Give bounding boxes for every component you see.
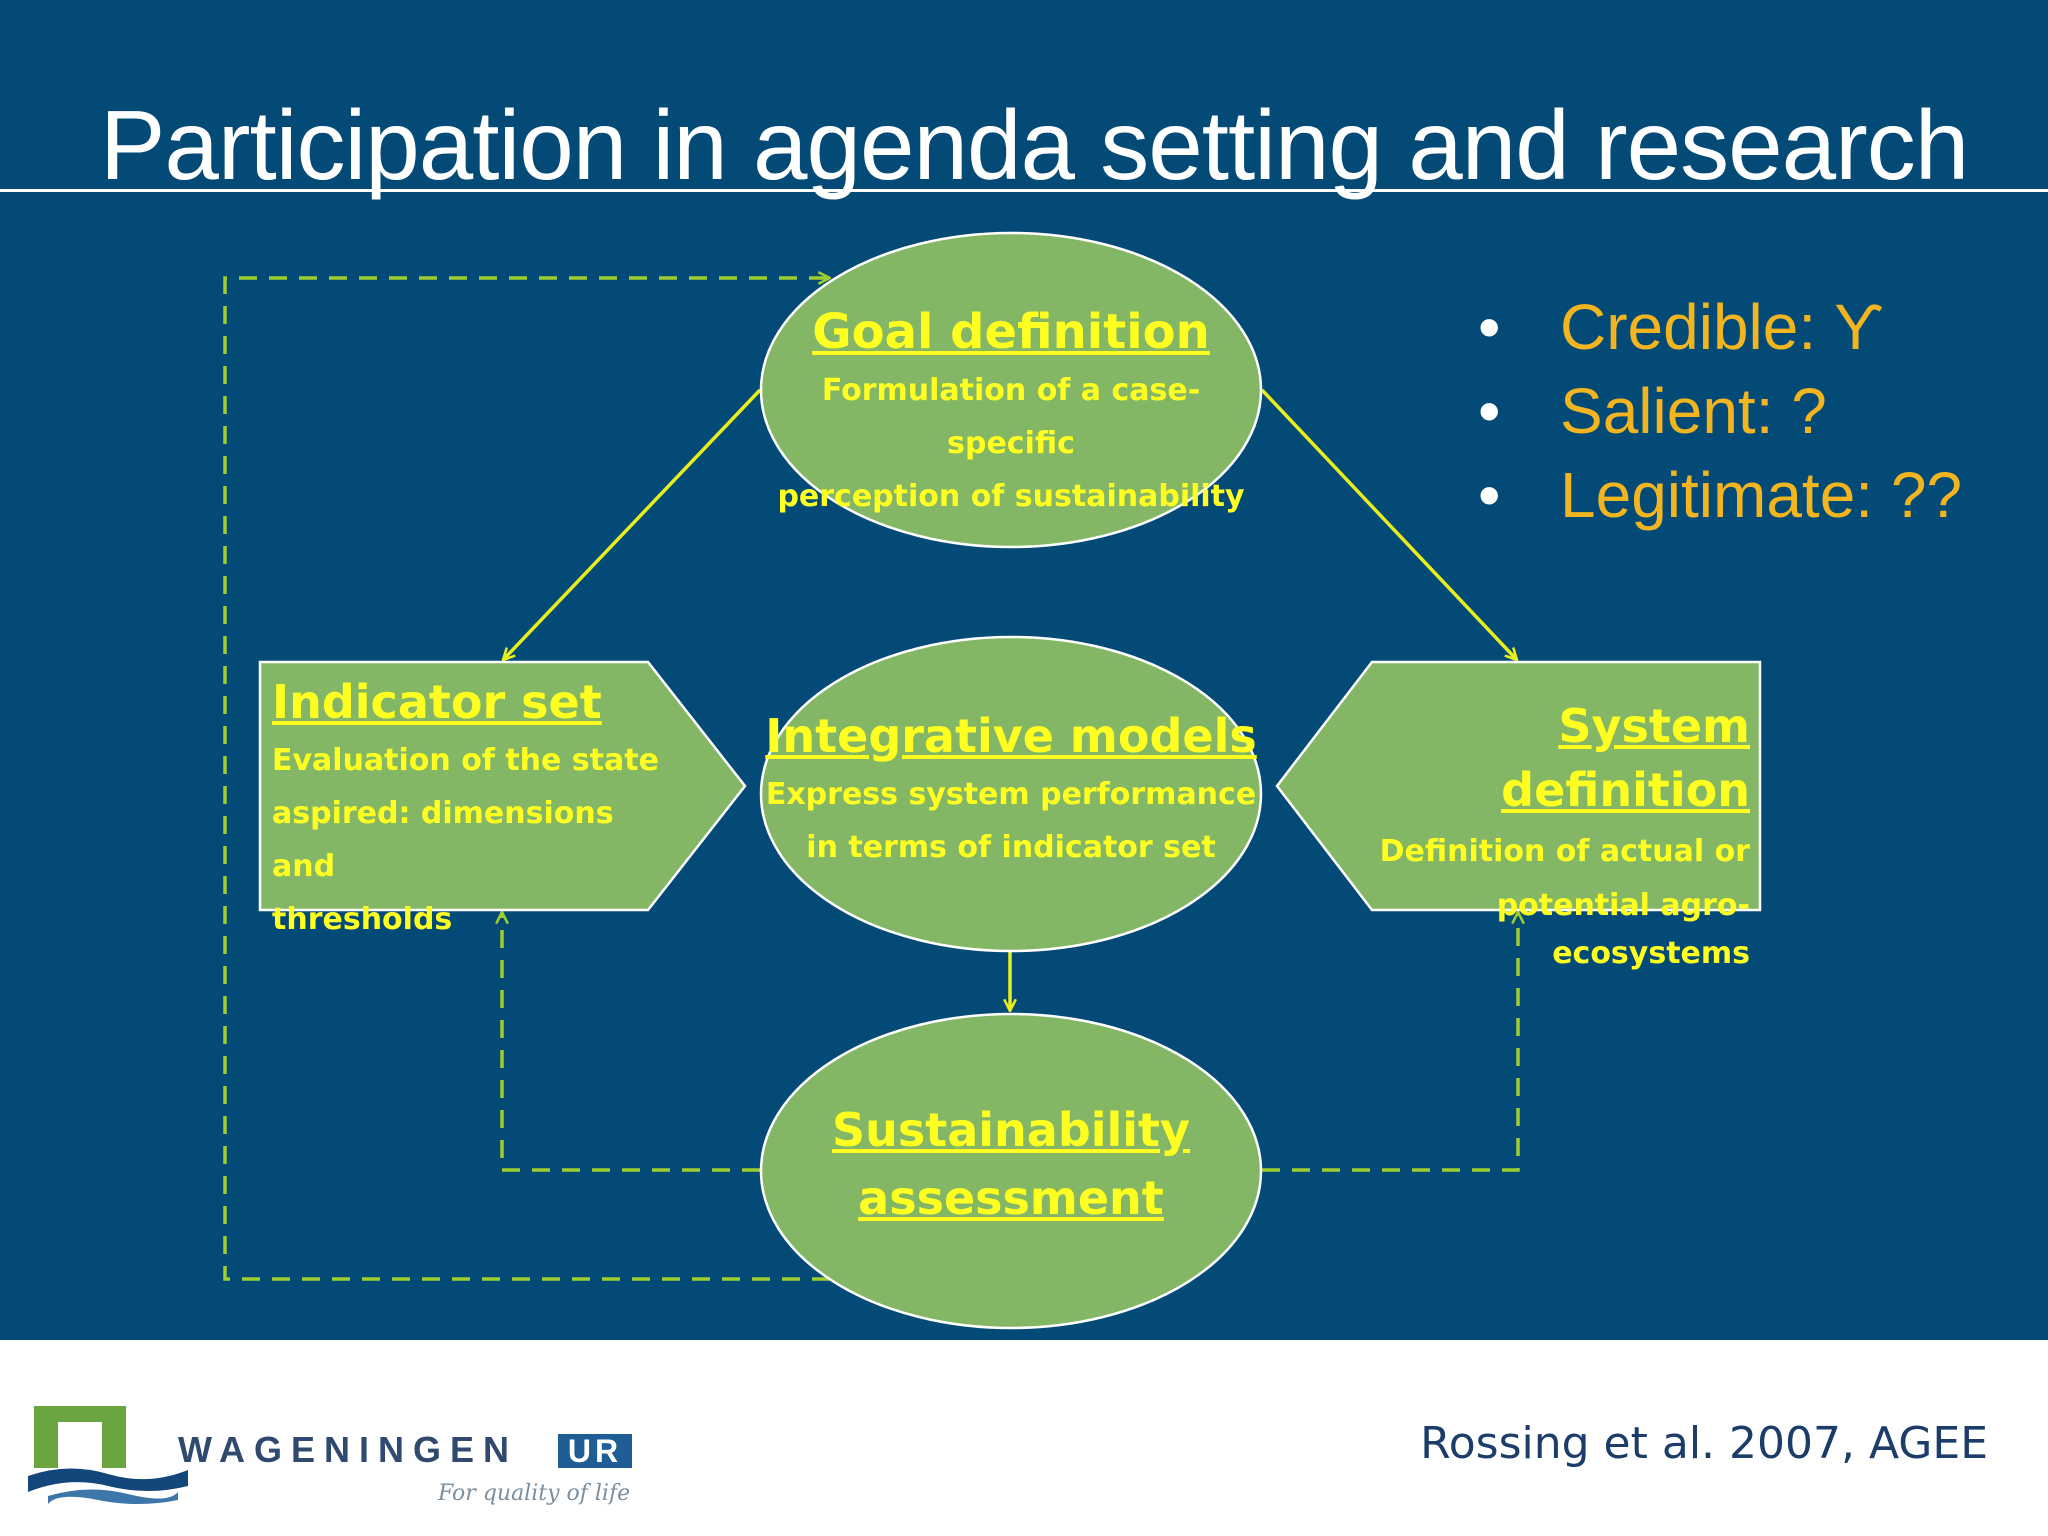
criteria-value: ? xyxy=(1791,375,1827,447)
criteria-item-salient: • Salient: ? xyxy=(1478,369,1962,453)
title-divider xyxy=(0,189,2048,192)
system-definition-text: System definition Definition of actual o… xyxy=(1300,694,1750,978)
citation: Rossing et al. 2007, AGEE xyxy=(1420,1418,1988,1469)
feedback-arrow-outer xyxy=(223,278,830,1281)
system-definition-line-2: potential agro-ecosystems xyxy=(1496,888,1750,971)
goal-definition-text: Goal definition Formulation of a case-sp… xyxy=(761,300,1261,523)
logo-arch-right-icon xyxy=(102,1406,126,1468)
system-definition-title: System definition xyxy=(1501,699,1750,817)
feedback-arrow-system xyxy=(1262,912,1518,1172)
goal-definition-line-2: perception of sustainability xyxy=(777,479,1245,514)
integrative-models-text: Integrative models Express system perfor… xyxy=(761,704,1261,874)
criteria-value: ϒ xyxy=(1833,291,1884,363)
bullet-icon: • xyxy=(1478,375,1501,447)
logo-wordmark: WAGENINGEN xyxy=(178,1429,518,1470)
arrow-goal-to-system xyxy=(1260,388,1517,660)
integrative-models-line-2: in terms of indicator set xyxy=(806,830,1216,865)
integrative-models-title: Integrative models xyxy=(765,709,1257,763)
indicator-set-line-3: thresholds xyxy=(272,902,453,937)
criteria-label: Legitimate: xyxy=(1560,459,1874,531)
goal-definition-title: Goal definition xyxy=(812,304,1210,360)
logo-ur-box-icon xyxy=(558,1434,632,1468)
sustainability-assessment-text: Sustainability assessment xyxy=(761,1096,1261,1232)
criteria-list: • Credible: ϒ • Salient: ? • Legitimate: ?? xyxy=(1478,285,1962,537)
indicator-set-line-1: Evaluation of the state xyxy=(272,743,659,778)
integrative-models-line-1: Express system performance xyxy=(765,777,1257,812)
criteria-item-legitimate: • Legitimate: ?? xyxy=(1478,453,1962,537)
criteria-item-credible: • Credible: ϒ xyxy=(1478,285,1962,369)
system-definition-shape xyxy=(1275,660,1762,912)
logo-ur-text: UR xyxy=(568,1433,622,1469)
wageningen-ur-logo: WAGENINGEN UR For quality of life xyxy=(28,1406,632,1506)
criteria-label: Credible: xyxy=(1560,291,1817,363)
feedback-arrow-indicator xyxy=(502,912,760,1172)
arrow-goal-to-indicator xyxy=(503,388,762,660)
cycle-diagram xyxy=(223,231,1762,1330)
system-definition-line-1: Definition of actual or xyxy=(1379,834,1750,869)
goal-definition-line-1: Formulation of a case-specific xyxy=(821,373,1201,461)
indicator-set-title: Indicator set xyxy=(272,675,602,729)
bullet-icon: • xyxy=(1478,291,1501,363)
indicator-set-line-2: aspired: dimensions and xyxy=(272,796,614,884)
goal-definition-ellipse xyxy=(759,231,1263,549)
sustainability-assessment-ellipse xyxy=(759,1012,1263,1330)
criteria-value: ?? xyxy=(1890,459,1963,531)
bullet-icon: • xyxy=(1478,459,1501,531)
integrative-models-ellipse xyxy=(759,635,1263,953)
logo-wave-icon xyxy=(28,1468,188,1492)
logo-arch-left-icon xyxy=(34,1406,58,1468)
indicator-set-shape xyxy=(258,660,747,912)
criteria-label: Salient: xyxy=(1560,375,1774,447)
sustainability-assessment-title-line-1: Sustainability xyxy=(831,1103,1191,1157)
sustainability-assessment-title-line-2: assessment xyxy=(858,1171,1164,1225)
slide-title: Participation in agenda setting and rese… xyxy=(100,90,1969,200)
logo-wave-icon xyxy=(48,1489,178,1504)
logo-tagline: For quality of life xyxy=(437,1481,630,1506)
footer xyxy=(0,1340,2048,1536)
indicator-set-text: Indicator set Evaluation of the state as… xyxy=(272,670,672,946)
